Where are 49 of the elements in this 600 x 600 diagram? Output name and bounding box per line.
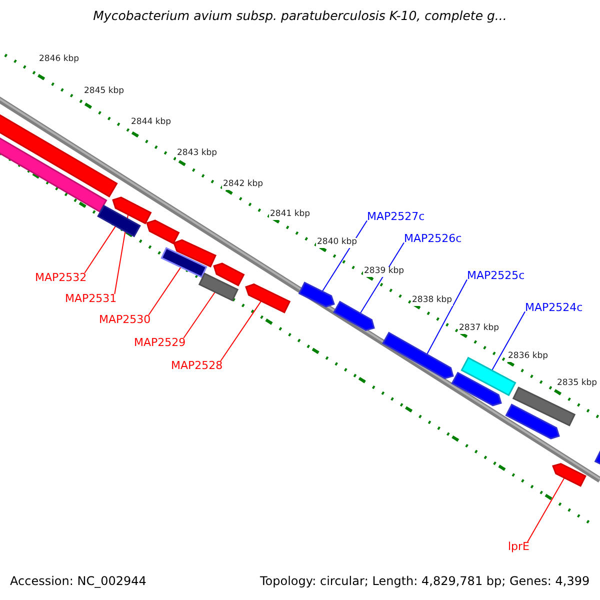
gene-block xyxy=(112,196,152,224)
leader-line xyxy=(360,242,404,314)
gene-block xyxy=(505,404,560,440)
gene-label: MAP2532 xyxy=(35,272,87,285)
leader-line xyxy=(220,300,262,362)
scale-label: 2836 kbp xyxy=(507,352,550,362)
leader-line xyxy=(148,266,182,316)
gene-label: MAP2531 xyxy=(65,293,117,306)
gene-label: MAP2530 xyxy=(99,314,151,327)
gene-label: MAP2526c xyxy=(404,233,462,246)
gene-block xyxy=(382,332,454,380)
gene-block xyxy=(213,262,245,286)
scale-label: 2837 kbp xyxy=(458,324,500,334)
gene-label: MAP2524c xyxy=(525,302,583,315)
scale-label: 2839 kbp xyxy=(363,267,406,277)
gene-block xyxy=(333,300,375,332)
leader-line xyxy=(527,477,566,542)
scale-label: 2841 kbp xyxy=(269,210,312,220)
leader-line xyxy=(426,279,468,355)
gene-block xyxy=(160,247,208,278)
gene-block xyxy=(97,204,141,238)
gene-block xyxy=(298,282,335,308)
gene-block xyxy=(245,283,291,314)
leader-line xyxy=(183,291,216,338)
gene-block xyxy=(451,372,502,406)
gene-block xyxy=(198,272,239,302)
scale-label: 2840 kbp xyxy=(316,238,358,248)
gene-label: MAP2525c xyxy=(467,270,525,283)
scale-label: 2845 kbp xyxy=(83,87,126,97)
footer-text: Topology: circular; Length: 4,829,781 bp; Genes: 4,399 xyxy=(260,575,590,589)
gene-label: lprE xyxy=(508,541,530,554)
gene-label: MAP2527c xyxy=(367,211,425,224)
leader-line xyxy=(84,225,116,274)
scale-label: 2842 kbp xyxy=(222,180,264,190)
gene-block xyxy=(146,220,180,244)
scale-label: 2843 kbp xyxy=(176,149,218,159)
scale-label: 2846 kbp xyxy=(38,55,80,65)
gene-block xyxy=(512,386,576,426)
footer-text: Accession: NC_002944 xyxy=(10,575,146,589)
leader-line xyxy=(491,311,526,372)
scale-label: 2835 kbp xyxy=(556,379,598,389)
scale-label: 2844 kbp xyxy=(130,118,172,128)
title: Mycobacterium avium subsp. paratuberculosis K-10, complete g... xyxy=(92,9,508,24)
gene-block xyxy=(173,239,217,268)
gene-label: MAP2529 xyxy=(134,337,186,350)
gene-label: MAP2528 xyxy=(171,360,223,373)
gene-block xyxy=(552,462,586,487)
scale-label: 2838 kbp xyxy=(411,296,454,306)
gene-block xyxy=(460,356,516,396)
